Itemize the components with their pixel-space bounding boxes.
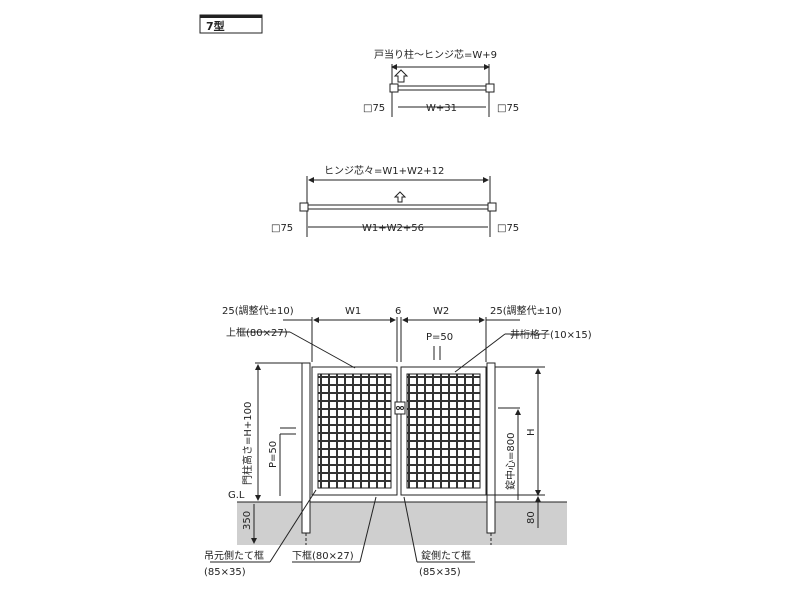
double-gate-plan [299,176,497,237]
left-leaf-mesh [317,373,392,489]
right-dimensions [486,366,545,528]
lattice-label: 井桁格子(10×15) [510,328,592,341]
ground-band [237,502,567,545]
gate-elevation [301,362,496,545]
w1-label: W1 [345,306,361,317]
double-post-right: □75 [497,223,519,234]
gap-label: 6 [395,306,401,317]
bottom-frame-label: 下框(80×27) [292,549,354,562]
gl-label: G.L [228,490,245,501]
left-post [301,362,311,534]
right-post [486,362,496,534]
open-direction-arrow-double [393,191,407,203]
top-dimensions [240,317,545,373]
adjust-left-label: 25(調整代±10) [222,304,294,317]
single-width: W+31 [426,103,457,114]
top-frame-label: 上框(80×27) [226,326,288,339]
bottom-leaders [210,489,475,563]
post-height-label: 門柱高さ=H+100 [241,402,254,485]
single-post-right: □75 [497,103,519,114]
double-hinge-spec: ヒンジ芯々=W1+W2+12 [324,164,444,177]
depth-label: 350 [242,511,253,530]
lock-frame-size: (85×35) [419,567,461,578]
double-width: W1+W2+56 [362,223,424,234]
w2-label: W2 [433,306,449,317]
hinge-frame-size: (85×35) [204,567,246,578]
pitch-left-label: P=50 [268,441,279,468]
lock-center-label: 錠中心=800 [504,433,517,490]
adjust-right-label: 25(調整代±10) [490,304,562,317]
single-hinge-spec: 戸当り柱～ヒンジ芯=W+9 [374,48,497,61]
type-badge-label: 7型 [206,19,225,33]
pitch-top-label: P=50 [426,332,453,343]
lock-frame-label: 錠側たて框 [421,549,471,562]
type-badge: 7型 [199,14,263,34]
hinge-frame-label: 吊元側たて框 [204,549,264,562]
open-direction-arrow [393,69,409,83]
bottom-gap-label: 80 [526,511,537,524]
right-leaf-mesh [406,373,481,489]
single-gate-plan [389,64,495,117]
height-label: H [526,428,537,436]
single-post-left: □75 [363,103,385,114]
post-height-dimension [255,362,302,501]
double-post-left: □75 [271,223,293,234]
